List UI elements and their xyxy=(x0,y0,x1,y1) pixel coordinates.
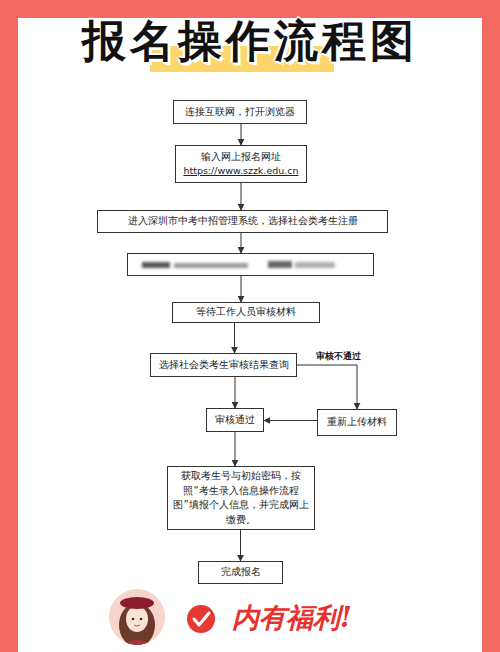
promo-label: 内有福利! xyxy=(232,600,352,636)
box-text: https://www.szzk.edu.cn xyxy=(183,164,298,178)
avatar-illustration xyxy=(109,589,165,652)
process-box: 输入网上报名网址https://www.szzk.edu.cn xyxy=(175,145,307,183)
box-text: 审核通过 xyxy=(215,413,255,428)
flow-arrow xyxy=(241,233,242,253)
blur-bar xyxy=(174,263,248,268)
blur-bar xyxy=(142,262,170,268)
flow-arrow xyxy=(240,530,241,561)
box-text: 获取考生号与初始密码，按照“考生录入信息操作流程图”填报个人信息，并完成网上缴费… xyxy=(173,469,309,527)
blur-bar xyxy=(295,262,335,268)
check-circle xyxy=(187,605,215,633)
check-mark xyxy=(194,613,209,625)
box-text: 进入深圳市中考中招管理系统，选择社会类考生注册 xyxy=(128,214,358,229)
box-text: 等待工作人员审核材料 xyxy=(196,305,296,320)
page-panel xyxy=(18,18,482,652)
avatar-face xyxy=(126,606,148,632)
flow-arrow xyxy=(241,276,242,302)
avatar-eye xyxy=(140,618,143,621)
check-icon xyxy=(187,605,215,633)
process-box: 连接互联网，打开浏览器 xyxy=(173,100,307,124)
flow-arrow xyxy=(241,183,242,210)
flow-arrow xyxy=(264,420,317,421)
page-title: 报名操作流程图 xyxy=(0,12,500,71)
flow-arrow xyxy=(241,124,242,145)
redacted-box xyxy=(128,254,374,276)
box-text: 重新上传材料 xyxy=(327,415,387,430)
flow-arrow xyxy=(234,323,235,353)
avatar-beret xyxy=(120,597,154,609)
flow-arrow xyxy=(297,365,357,409)
process-box: 等待工作人员审核材料 xyxy=(172,302,320,323)
avatar-body xyxy=(115,640,159,652)
box-text: 选择社会类考生审核结果查询 xyxy=(159,358,289,373)
avatar-eye xyxy=(132,618,135,621)
edge-label: 审核不通过 xyxy=(316,351,361,363)
process-box: 审核通过 xyxy=(206,408,264,432)
box-text: 完成报名 xyxy=(221,565,261,580)
process-box: 完成报名 xyxy=(198,561,283,584)
flow-arrow xyxy=(235,432,236,466)
process-box: 选择社会类考生审核结果查询 xyxy=(150,353,297,377)
process-box: 重新上传材料 xyxy=(317,409,397,436)
process-box: 进入深圳市中考中招管理系统，选择社会类考生注册 xyxy=(97,210,388,233)
process-box: 获取考生号与初始密码，按照“考生录入信息操作流程图”填报个人信息，并完成网上缴费… xyxy=(167,466,315,530)
redacted-outline xyxy=(128,254,374,276)
redacted-text xyxy=(142,261,335,268)
avatar-mouth xyxy=(134,625,140,626)
flow-arrow xyxy=(235,377,236,408)
box-text: 连接互联网，打开浏览器 xyxy=(185,105,295,120)
box-text: 输入网上报名网址 xyxy=(201,150,281,165)
blur-bar xyxy=(268,261,292,268)
